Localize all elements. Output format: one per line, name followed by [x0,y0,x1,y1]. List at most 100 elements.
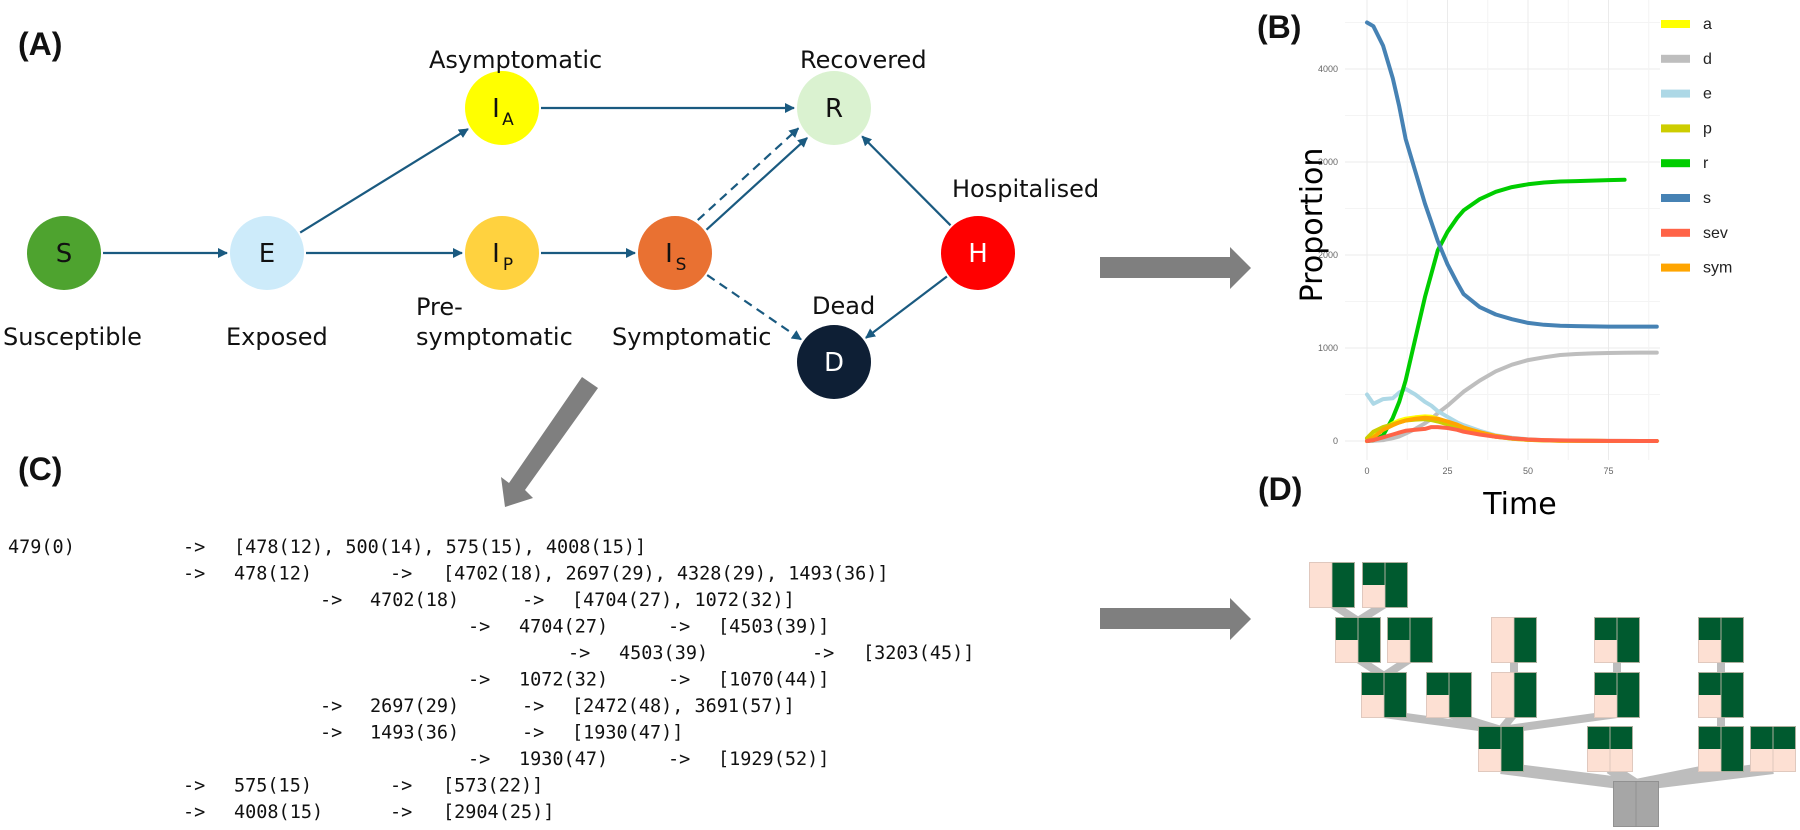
arrow-token: -> [183,802,205,823]
transmission-line: 479(0)->[478(12), 500(14), 575(15), 4008… [8,537,646,558]
tree-node-cell [1514,672,1537,695]
node-name-label: Exposed [226,323,328,351]
tree-node-cell [1617,672,1640,695]
tree-node-cell [1361,672,1384,695]
tree-node [1387,617,1433,663]
tree-node-cell [1613,804,1636,827]
legend-label: d [1703,51,1712,68]
arrow-token: -> [390,776,412,797]
tree-node-cell [1362,562,1385,585]
node-circle [638,216,712,290]
arrow-token: -> [668,749,690,770]
tree-node-cell [1721,672,1744,695]
tree-node-cell [1773,726,1796,749]
case-id: 1072(32) [519,670,608,691]
tree-node-cell [1721,617,1744,640]
transmission-line: ->4704(27)->[4503(39)] [468,617,829,638]
infectee-list: [1930(47)] [572,723,683,744]
tree-node-cell [1332,562,1355,585]
arrow-token: -> [568,643,590,664]
series-line-sev [1365,425,1659,443]
arrow-token: -> [668,670,690,691]
node-name-label: symptomatic [416,323,573,351]
arrow-token: -> [468,617,490,638]
tree-node [1362,562,1408,608]
legend-label: p [1703,120,1712,137]
tree-node [1426,672,1472,718]
transmission-line: ->1493(36)->[1930(47)] [320,723,683,744]
node-name-label: Symptomatic [612,323,772,351]
infectee-list: [2472(48), 3691(57)] [572,696,795,717]
tree-node-cell [1309,585,1332,608]
y-tick-label: 4000 [1318,64,1338,74]
tree-node [1491,672,1537,718]
panel-c-label: (C) [18,451,62,487]
tree-node [1698,672,1744,718]
tree-node-cell [1387,617,1410,640]
tree-node-cell [1387,640,1410,663]
tree-node-cell [1358,617,1381,640]
tree-node-cell [1514,617,1537,640]
tree-node-cell [1385,585,1408,608]
tree-node-cell [1384,695,1407,718]
y-tick-label: 1000 [1318,343,1338,353]
tree-node-cell [1594,695,1617,718]
tree-node [1478,726,1524,772]
arrow-token: -> [183,564,205,585]
tree-node-cell [1491,672,1514,695]
series-line-d [1365,350,1659,443]
node-symbol: R [825,94,843,124]
arrow-token: -> [522,723,544,744]
legend-item-d: d [1661,51,1712,68]
tree-node-cell [1335,617,1358,640]
transmission-line: ->4503(39)->[3203(45)] [568,643,974,664]
case-id: 4702(18) [370,590,459,611]
case-id: 4503(39) [619,643,708,664]
infectee-list: [478(12), 500(14), 575(15), 4008(15)] [234,537,646,558]
tree-node-cell [1410,640,1433,663]
arrow-token: -> [320,590,342,611]
node-subscript: P [503,255,513,275]
node-symbol: I [665,239,673,269]
node-subscript: S [676,255,687,275]
legend-label: a [1703,16,1712,33]
edge-h-to-d [865,275,948,339]
tree-node-cell [1332,585,1355,608]
transmission-line: ->478(12)->[4702(18), 2697(29), 4328(29)… [183,564,889,585]
tree-node-cell [1410,617,1433,640]
tree-node-cell [1617,695,1640,718]
tree-node-cell [1478,749,1501,772]
tree-node-cell [1514,695,1537,718]
tree-node-cell [1721,749,1744,772]
transmission-line: ->4702(18)->[4704(27), 1072(32)] [320,590,795,611]
edge-is-to-d [706,274,802,341]
x-tick-label: 75 [1603,466,1613,476]
x-tick-label: 0 [1364,466,1369,476]
arrow-token: -> [522,590,544,611]
node-circle [465,216,539,290]
tree-node-cell [1491,640,1514,663]
case-id: 575(15) [234,776,312,797]
node-name-label: Susceptible [3,323,142,351]
tree-node-cell [1698,749,1721,772]
tree-node [1750,726,1796,772]
legend-swatch [1661,54,1690,63]
series-line-s [1365,20,1659,329]
transmission-line: ->1072(32)->[1070(44)] [468,670,829,691]
tree-nodes [1309,562,1796,827]
arrow-token: -> [183,537,205,558]
panel-d-label: (D) [1258,471,1302,507]
y-axis-title: Proportion [1295,148,1330,303]
tree-node-cell [1750,749,1773,772]
arrow-token: -> [468,670,490,691]
node-subscript: A [502,110,514,130]
node-circle [465,71,539,145]
case-id: 4704(27) [519,617,608,638]
panel-c: (C) 479(0)->[478(12), 500(14), 575(15), … [8,451,974,823]
node-circle [797,71,871,145]
node-symbol: H [968,239,988,269]
tree-node-cell [1362,585,1385,608]
